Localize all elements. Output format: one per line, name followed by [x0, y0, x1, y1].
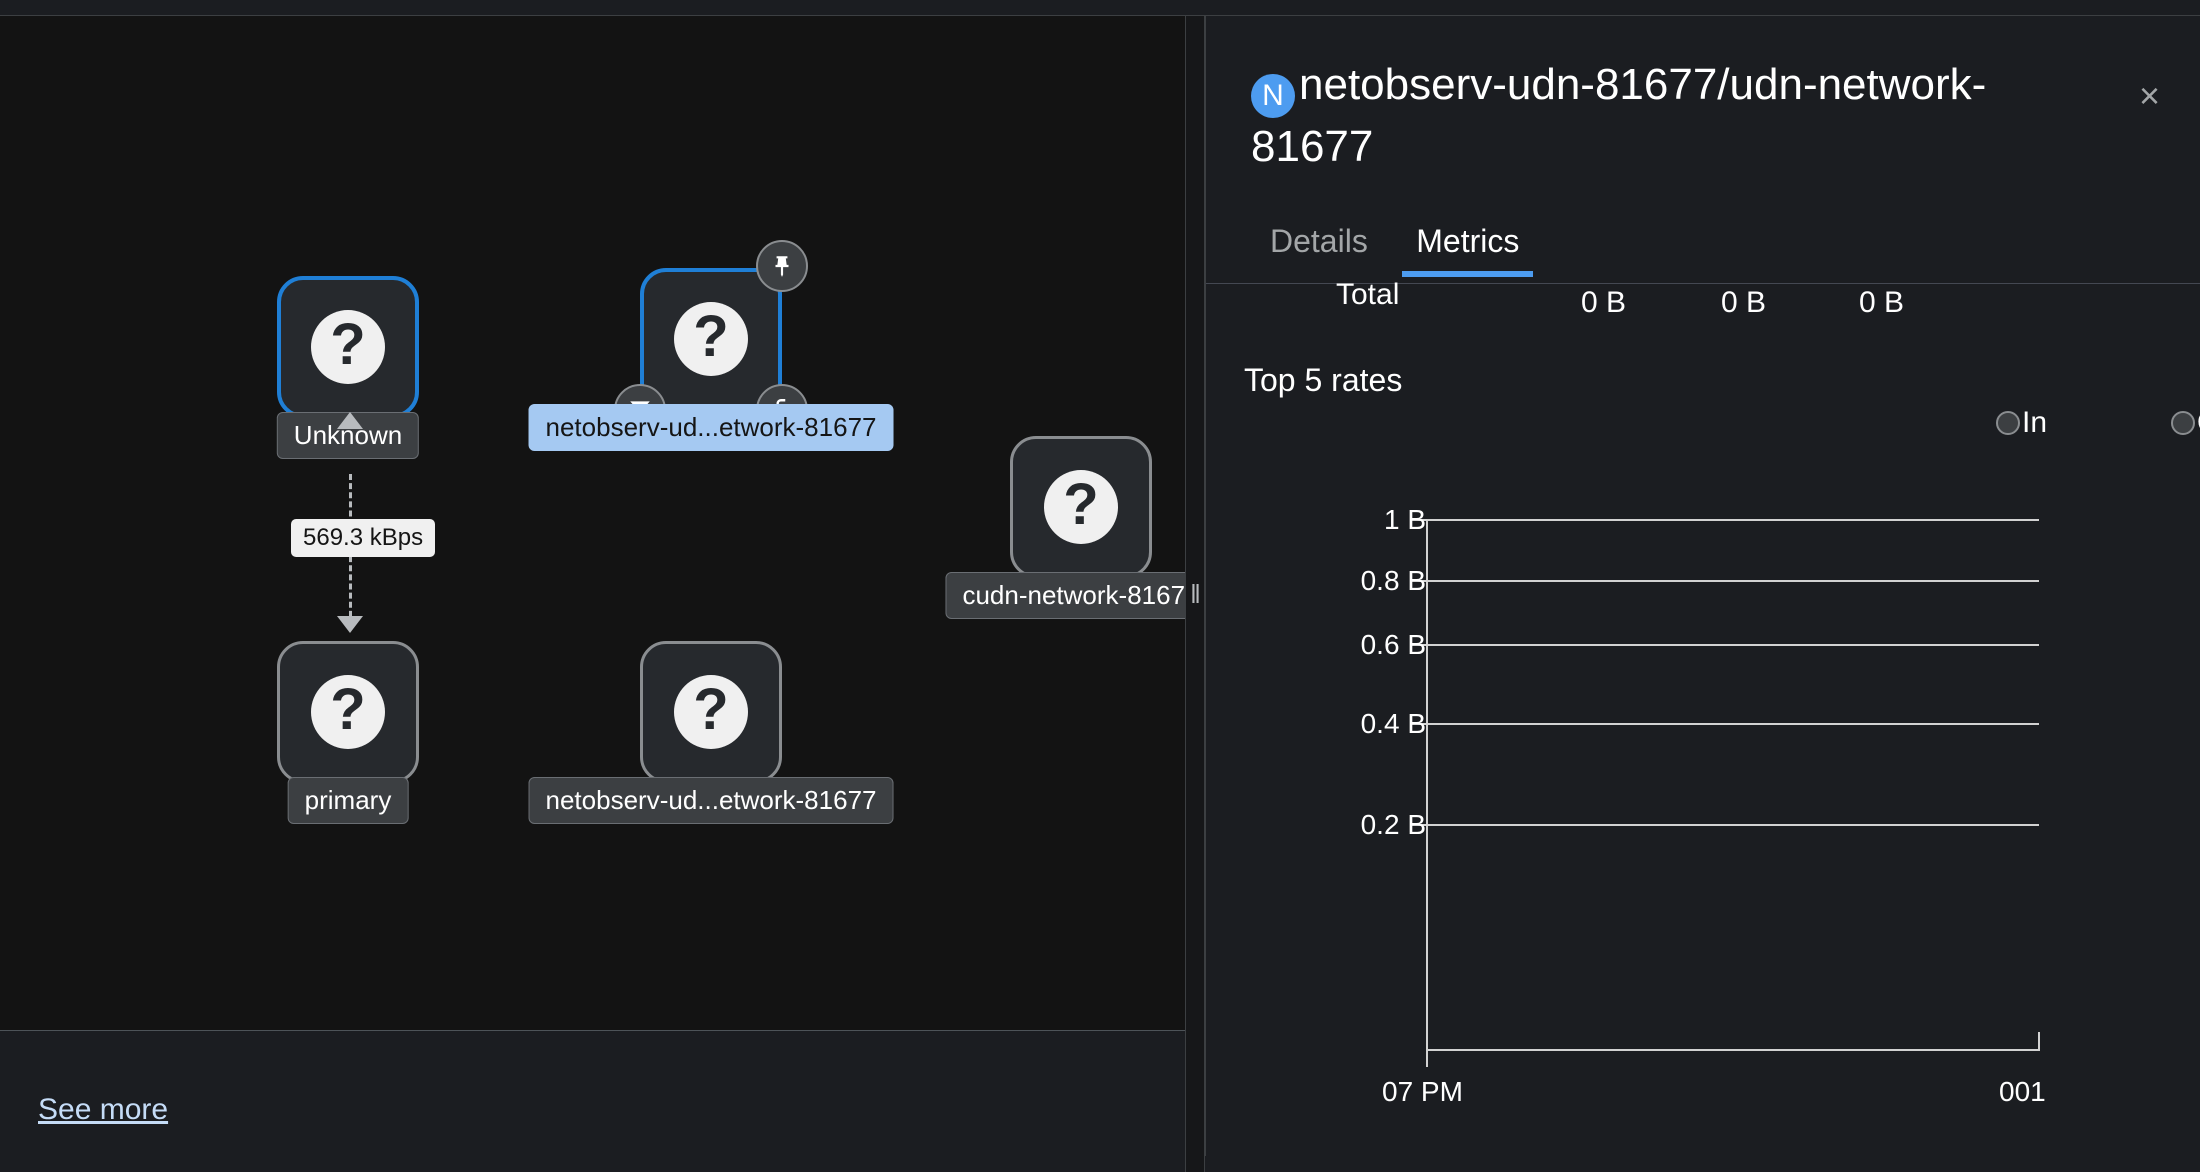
panel-footer-strip: [1205, 1156, 2200, 1172]
panel-resize-handle[interactable]: ‖: [1186, 16, 1205, 1172]
chart-tick: [1411, 723, 1427, 725]
totals-value-2: 0 B: [1721, 286, 1767, 319]
panel-body[interactable]: Total 0 B 0 B 0 B Top 5 rates In Out Bot…: [1206, 278, 2200, 1156]
see-more-link[interactable]: See more: [38, 1093, 169, 1126]
totals-value-3: 0 B: [1859, 286, 1905, 319]
topology-node-udn-network-2[interactable]: ? netobserv-ud...etwork-81677: [528, 641, 894, 824]
chart-x-axis-cap-left: [1426, 1049, 1428, 1067]
chart-y-axis: [1426, 519, 1428, 1049]
chart-ytick-label: 0.6 B: [1360, 629, 1426, 660]
panel-tabs: Details Metrics: [1206, 206, 2200, 284]
totals-row: Total 0 B 0 B 0 B: [1206, 278, 2200, 334]
tab-details[interactable]: Details: [1270, 223, 1368, 259]
node-box[interactable]: ?: [277, 641, 419, 783]
node-box[interactable]: ?: [640, 641, 782, 783]
chart-xtick-label: 001: [1999, 1076, 2046, 1107]
topology-node-udn-network-selected[interactable]: ? netobserv: [528, 240, 894, 451]
chart-tick: [1411, 519, 1427, 521]
chart-gridline: [1427, 519, 2039, 521]
radio-out-label: Out: [2197, 406, 2200, 440]
edge-label-rate: 569.3 kBps: [291, 519, 436, 557]
node-label: primary: [287, 777, 409, 824]
chart-tick: [1411, 644, 1427, 646]
totals-label: Total: [1336, 278, 1400, 311]
chart-ytick-label: 1 B: [1383, 504, 1426, 535]
chart-ytick-label: 0.2 B: [1360, 809, 1426, 840]
see-more-bar: See more: [0, 1030, 1185, 1172]
topology-node-cudn-network[interactable]: ? cudn-network-81677: [945, 436, 1185, 619]
chart-ytick-label: 0.8 B: [1360, 565, 1426, 596]
node-box[interactable]: ?: [640, 268, 782, 410]
node-label: cudn-network-81677: [945, 572, 1185, 619]
chart-gridline: [1427, 580, 2039, 582]
pin-icon[interactable]: [756, 240, 808, 292]
topology-node-unknown[interactable]: ? Unknown: [276, 276, 420, 459]
chart-tick: [1411, 824, 1427, 826]
topology-node-primary[interactable]: ? primary: [277, 641, 419, 824]
question-icon: ?: [311, 310, 385, 384]
radio-out[interactable]: Out: [2171, 406, 2200, 440]
close-icon[interactable]: ×: [2138, 75, 2160, 116]
top-rates-heading: Top 5 rates: [1244, 362, 1403, 398]
chart-tick: [1411, 580, 1427, 582]
chart-gridline: [1427, 723, 2039, 725]
panel-title-text: netobserv-udn-81677/udn-network-81677: [1251, 60, 1987, 171]
tab-metrics[interactable]: Metrics: [1394, 206, 1541, 277]
chart-gridline: [1427, 824, 2039, 826]
rate-direction-radio-group: In Out Both: [1206, 406, 2200, 458]
edge-arrow-up: [337, 412, 363, 429]
chart-xtick-label: 07 PM: [1382, 1076, 1463, 1107]
chart-ytick-label: 0.4 B: [1360, 708, 1426, 739]
node-box[interactable]: ?: [1010, 436, 1152, 578]
chart-x-axis: [1426, 1049, 2040, 1051]
topology-canvas[interactable]: ? Unknown 569.3 kBps ?: [0, 16, 1186, 1172]
chart-x-axis-cap-right: [2038, 1032, 2040, 1050]
window-top-strip: [0, 0, 2200, 16]
edge-arrow-down: [337, 616, 363, 633]
node-label: netobserv-ud...etwork-81677: [528, 404, 894, 451]
totals-value-1: 0 B: [1581, 286, 1627, 319]
chart-gridline: [1427, 644, 2039, 646]
drag-handle-icon: ‖: [1190, 578, 1201, 609]
question-icon: ?: [1044, 470, 1118, 544]
top-rates-chart[interactable]: 1 B 0.8 B 0.6 B 0.4 B 0.2 B 07 PM 001: [1206, 484, 2200, 1156]
question-icon: ?: [311, 675, 385, 749]
node-label: netobserv-ud...etwork-81677: [528, 777, 894, 824]
question-icon: ?: [674, 302, 748, 376]
radio-dot-icon: [2171, 411, 2195, 435]
node-box[interactable]: ?: [277, 276, 419, 418]
radio-dot-icon: [1996, 411, 2020, 435]
topology-graph[interactable]: ? Unknown 569.3 kBps ?: [0, 16, 1185, 1014]
radio-in[interactable]: In: [1996, 406, 2047, 440]
namespace-badge-icon: N: [1251, 74, 1295, 118]
question-icon: ?: [674, 675, 748, 749]
radio-in-label: In: [2022, 406, 2048, 439]
